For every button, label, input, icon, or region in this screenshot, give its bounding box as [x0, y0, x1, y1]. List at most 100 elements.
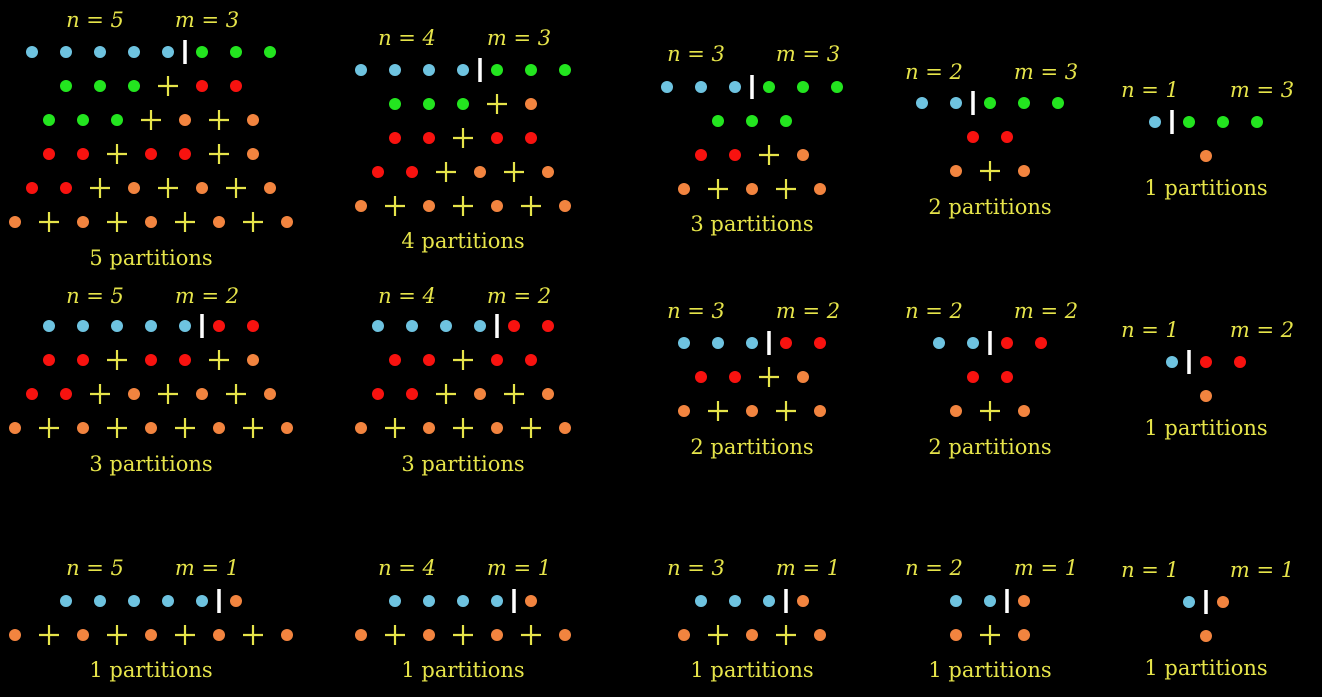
plus-sign — [453, 625, 473, 645]
n-label: n = 3 — [667, 42, 725, 66]
green-dot — [389, 98, 401, 110]
red-dot — [406, 388, 418, 400]
divider-bar — [217, 589, 221, 613]
partition-row — [43, 350, 259, 370]
partition-row — [678, 179, 826, 199]
red-dot — [729, 149, 741, 161]
orange-dot — [1018, 405, 1030, 417]
plus-sign — [453, 418, 473, 438]
plus-sign — [141, 110, 161, 130]
partition-row — [1200, 390, 1212, 402]
red-dot — [491, 132, 503, 144]
divider-bar — [767, 331, 771, 355]
orange-dot — [264, 388, 276, 400]
partitions-caption: 1 partitions — [1144, 656, 1267, 680]
red-dot — [213, 320, 225, 332]
red-dot — [179, 148, 191, 160]
red-dot — [26, 182, 38, 194]
orange-dot — [746, 629, 758, 641]
n-dot — [678, 337, 690, 349]
green-dot — [230, 46, 242, 58]
plus-sign — [504, 384, 524, 404]
red-dot — [695, 371, 707, 383]
plus-sign — [385, 418, 405, 438]
plus-sign — [708, 179, 728, 199]
red-dot — [423, 132, 435, 144]
orange-dot — [474, 388, 486, 400]
n-dot — [423, 64, 435, 76]
plus-sign — [226, 384, 246, 404]
partitions-caption: 2 partitions — [690, 435, 813, 459]
plus-sign — [158, 384, 178, 404]
plus-sign — [243, 418, 263, 438]
partition-row — [9, 418, 293, 438]
green-dot — [525, 64, 537, 76]
plus-sign — [708, 625, 728, 645]
divider-bar — [988, 331, 992, 355]
m-label: m = 1 — [175, 556, 239, 580]
orange-dot — [145, 216, 157, 228]
partitions-caption: 4 partitions — [401, 229, 524, 253]
divider-bar — [1187, 350, 1191, 374]
orange-dot — [77, 629, 89, 641]
orange-dot — [247, 354, 259, 366]
plus-sign — [980, 625, 1000, 645]
partition-row — [60, 76, 242, 96]
orange-dot — [213, 422, 225, 434]
divider-bar — [750, 75, 754, 99]
divider-bar — [1204, 590, 1208, 614]
red-dot — [1001, 371, 1013, 383]
n-dot — [389, 595, 401, 607]
orange-dot — [355, 422, 367, 434]
partition-row — [389, 128, 537, 148]
green-dot — [1018, 97, 1030, 109]
red-dot — [43, 354, 55, 366]
partition-row — [355, 196, 571, 216]
orange-dot — [213, 629, 225, 641]
n-label: n = 2 — [905, 556, 963, 580]
orange-dot — [355, 200, 367, 212]
partition-row — [933, 331, 1047, 355]
n-dot — [145, 320, 157, 332]
plus-sign — [504, 162, 524, 182]
orange-dot — [213, 216, 225, 228]
partition-row — [389, 589, 537, 613]
plus-sign — [175, 625, 195, 645]
orange-dot — [542, 388, 554, 400]
n-dot — [111, 320, 123, 332]
partition-row — [43, 314, 259, 338]
n-dot — [179, 320, 191, 332]
n-dot — [128, 595, 140, 607]
n-dot — [355, 64, 367, 76]
plus-sign — [209, 350, 229, 370]
orange-dot — [145, 629, 157, 641]
green-dot — [984, 97, 996, 109]
red-dot — [196, 80, 208, 92]
partition-row — [372, 314, 554, 338]
red-dot — [542, 320, 554, 332]
green-dot — [264, 46, 276, 58]
plus-sign — [521, 625, 541, 645]
orange-dot — [525, 595, 537, 607]
partitions-caption: 1 partitions — [928, 658, 1051, 682]
n-dot — [695, 595, 707, 607]
partition-row — [916, 91, 1064, 115]
orange-dot — [423, 629, 435, 641]
m-label: m = 3 — [776, 42, 840, 66]
n-label: n = 1 — [1121, 78, 1179, 102]
red-dot — [814, 337, 826, 349]
plus-sign — [436, 162, 456, 182]
plus-sign — [90, 384, 110, 404]
n-dot — [196, 595, 208, 607]
orange-dot — [491, 629, 503, 641]
red-dot — [247, 320, 259, 332]
green-dot — [746, 115, 758, 127]
n-label: n = 3 — [667, 299, 725, 323]
green-dot — [797, 81, 809, 93]
partition-row — [372, 162, 554, 182]
n-dot — [406, 320, 418, 332]
